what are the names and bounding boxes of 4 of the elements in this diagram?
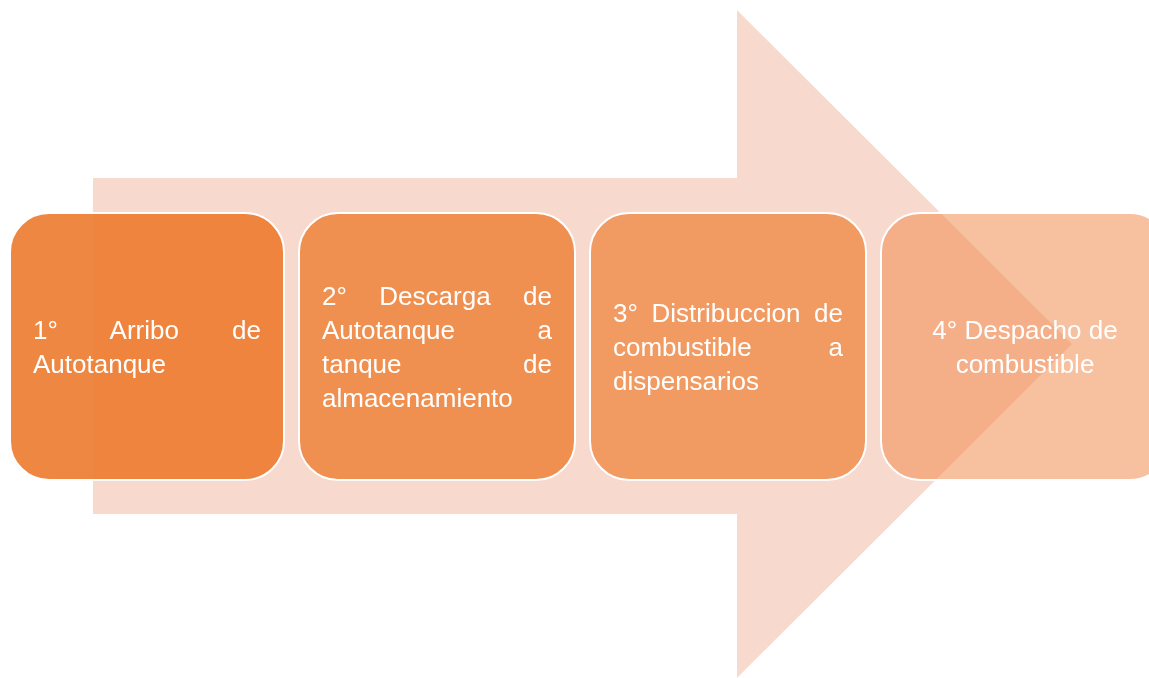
process-step-box: 1° Arribo de Autotanque [9, 212, 285, 481]
process-step-box: 3° Distribuccion de combustible a dispensarios [589, 212, 867, 481]
process-step-box: 2° Descarga de Autotanque a tanque de almacenamiento [298, 212, 576, 481]
process-step-box: 4° Despacho de combustible [880, 212, 1149, 481]
